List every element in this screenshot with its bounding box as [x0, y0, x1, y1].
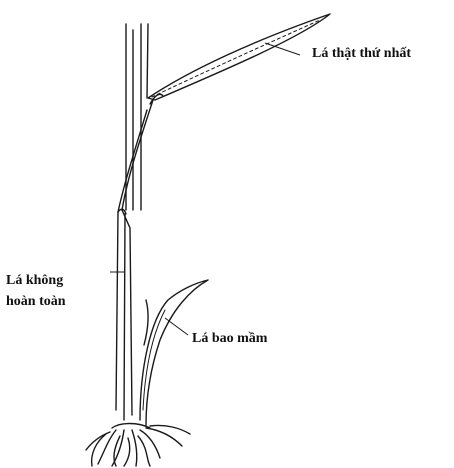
first-true-leaf-label: Lá thật thứ nhất — [312, 45, 411, 62]
incomplete-leaf-label-line2: hoàn toàn — [6, 293, 66, 310]
leader-lines — [110, 43, 300, 335]
roots — [86, 424, 190, 467]
incomplete-leaf — [116, 209, 132, 420]
first-leaf-sheath — [118, 100, 153, 212]
incomplete-leaf-label-line1: Lá không — [6, 272, 63, 289]
coleoptile-label: Lá bao mầm — [192, 330, 267, 347]
leader-coleoptile — [165, 318, 188, 335]
coleoptile — [140, 280, 208, 425]
first-true-leaf — [148, 14, 330, 104]
